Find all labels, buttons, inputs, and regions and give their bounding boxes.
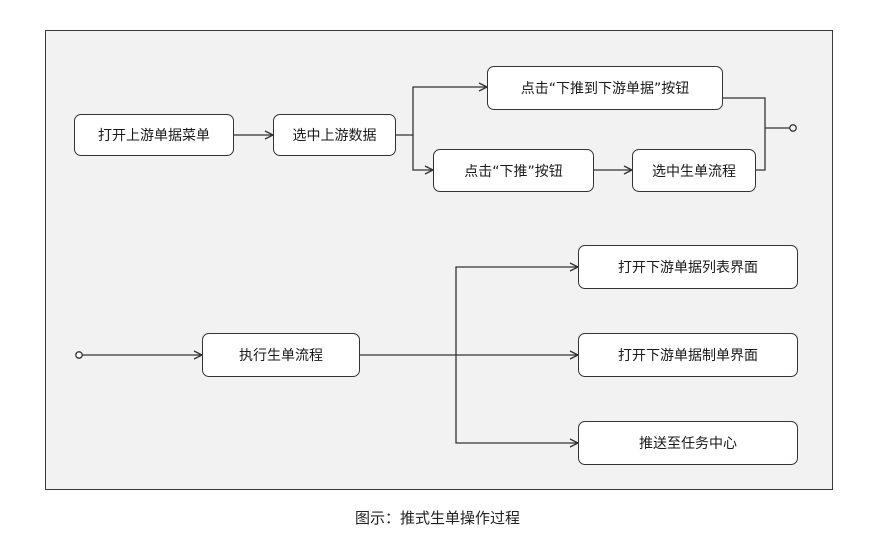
node-open-upstream-menu: 打开上游单据菜单: [74, 114, 234, 156]
node-select-upstream-data: 选中上游数据: [273, 114, 396, 156]
node-push-to-task-center: 推送至任务中心: [578, 421, 798, 465]
node-select-generation-flow: 选中生单流程: [632, 149, 756, 192]
figure-caption: 图示：推式生单操作过程: [354, 509, 520, 527]
node-click-push-to-downstream-button: 点击“下推到下游单据”按钮: [487, 66, 723, 110]
node-execute-generation-flow: 执行生单流程: [202, 333, 360, 377]
node-open-downstream-edit: 打开下游单据制单界面: [578, 333, 798, 377]
node-click-push-button: 点击“下推”按钮: [433, 149, 594, 192]
node-open-downstream-list: 打开下游单据列表界面: [578, 245, 798, 289]
